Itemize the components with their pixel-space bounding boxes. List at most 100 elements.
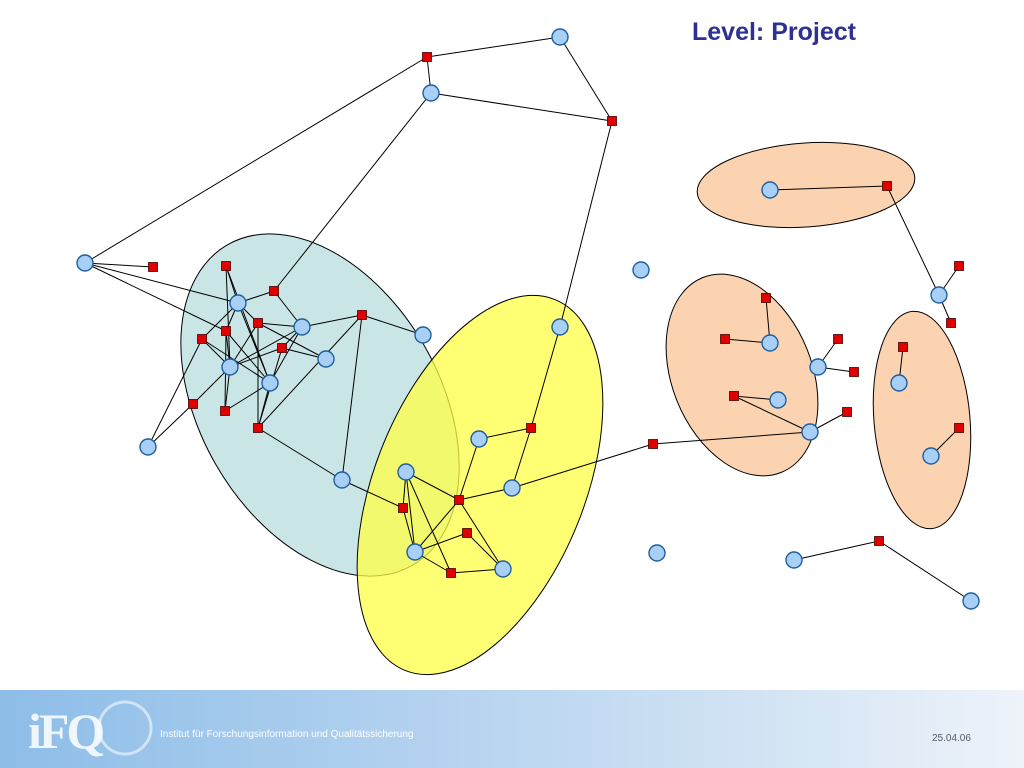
network-edge xyxy=(361,314,424,336)
person-node-circle xyxy=(962,592,980,610)
person-node-circle xyxy=(422,84,440,102)
project-node-square xyxy=(253,423,263,433)
network-edge xyxy=(426,36,561,58)
network-edge xyxy=(530,326,561,429)
network-edge xyxy=(257,427,343,481)
network-edge xyxy=(793,540,880,561)
person-node-circle xyxy=(261,374,279,392)
project-node-square xyxy=(220,406,230,416)
person-node-circle xyxy=(229,294,247,312)
project-node-square xyxy=(882,181,892,191)
person-node-circle xyxy=(76,254,94,272)
network-edge xyxy=(229,326,303,368)
person-node-circle xyxy=(922,447,940,465)
project-node-square xyxy=(648,439,658,449)
person-node-circle xyxy=(333,471,351,489)
slide-title: Level: Project xyxy=(692,18,856,46)
project-node-square xyxy=(729,391,739,401)
project-node-square xyxy=(446,568,456,578)
project-node-square xyxy=(398,503,408,513)
network-edge xyxy=(511,443,654,489)
project-node-square xyxy=(462,528,472,538)
network-edge xyxy=(430,92,613,122)
ifq-logo: iFQ xyxy=(28,700,153,759)
network-edge xyxy=(458,499,504,570)
project-node-square xyxy=(526,423,536,433)
person-node-circle xyxy=(139,438,157,456)
footer-bar: iFQ Institut für Forschungsinformation u… xyxy=(0,690,1024,768)
person-node-circle xyxy=(414,326,432,344)
person-node-circle xyxy=(406,543,424,561)
network-edge xyxy=(414,499,460,553)
network-edge xyxy=(84,262,227,332)
svg-text:iFQ: iFQ xyxy=(28,703,103,759)
network-edge xyxy=(257,322,327,360)
project-node-square xyxy=(269,286,279,296)
person-node-circle xyxy=(890,374,908,392)
project-node-square xyxy=(357,310,367,320)
project-node-square xyxy=(607,116,617,126)
person-node-circle xyxy=(317,350,335,368)
node-layer xyxy=(76,28,980,610)
project-node-square xyxy=(197,334,207,344)
person-node-circle xyxy=(761,181,779,199)
network-edge xyxy=(147,403,194,448)
project-node-square xyxy=(221,261,231,271)
network-edge xyxy=(192,366,231,405)
cluster-ellipse-peach-right xyxy=(872,310,972,530)
project-node-square xyxy=(720,334,730,344)
network-edge xyxy=(147,338,203,448)
person-node-circle xyxy=(930,286,948,304)
network-edge xyxy=(733,395,811,433)
person-node-circle xyxy=(551,28,569,46)
network-edge xyxy=(237,302,271,384)
network-edge xyxy=(652,431,811,445)
network-edge xyxy=(301,314,363,328)
cluster-ellipse-peach-middle xyxy=(665,273,819,477)
network-edge xyxy=(886,185,940,296)
person-node-circle xyxy=(503,479,521,497)
person-node-circle xyxy=(470,430,488,448)
project-node-square xyxy=(946,318,956,328)
project-node-square xyxy=(898,342,908,352)
network-edge xyxy=(224,382,271,412)
network-edge xyxy=(341,479,404,509)
project-node-square xyxy=(874,536,884,546)
network-diagram xyxy=(76,28,980,676)
person-node-circle xyxy=(785,551,803,569)
network-edge xyxy=(878,540,972,602)
network-edge xyxy=(269,326,303,384)
project-node-square xyxy=(849,367,859,377)
person-node-circle xyxy=(761,334,779,352)
project-node-square xyxy=(188,399,198,409)
network-edge xyxy=(405,471,416,553)
person-node-circle xyxy=(494,560,512,578)
project-node-square xyxy=(454,495,464,505)
project-node-square xyxy=(277,343,287,353)
cluster-ellipse-peach-top xyxy=(696,141,916,229)
project-node-square xyxy=(833,334,843,344)
project-node-square xyxy=(148,262,158,272)
network-edge xyxy=(511,427,532,489)
person-node-circle xyxy=(221,358,239,376)
person-node-circle xyxy=(632,261,650,279)
person-node-circle xyxy=(551,318,569,336)
person-node-circle xyxy=(769,391,787,409)
person-node-circle xyxy=(648,544,666,562)
network-edge xyxy=(414,532,468,553)
network-edge xyxy=(458,487,513,501)
network-edge xyxy=(769,185,888,191)
project-node-square xyxy=(253,318,263,328)
project-node-square xyxy=(221,326,231,336)
project-node-square xyxy=(422,52,432,62)
cluster-layer xyxy=(180,141,972,676)
network-edge xyxy=(84,262,154,268)
network-edge xyxy=(559,36,613,122)
project-node-square xyxy=(761,293,771,303)
network-edge xyxy=(458,438,480,501)
project-node-square xyxy=(954,423,964,433)
network-edge xyxy=(273,92,432,292)
footer-date: 25.04.06 xyxy=(932,733,971,744)
person-node-circle xyxy=(293,318,311,336)
